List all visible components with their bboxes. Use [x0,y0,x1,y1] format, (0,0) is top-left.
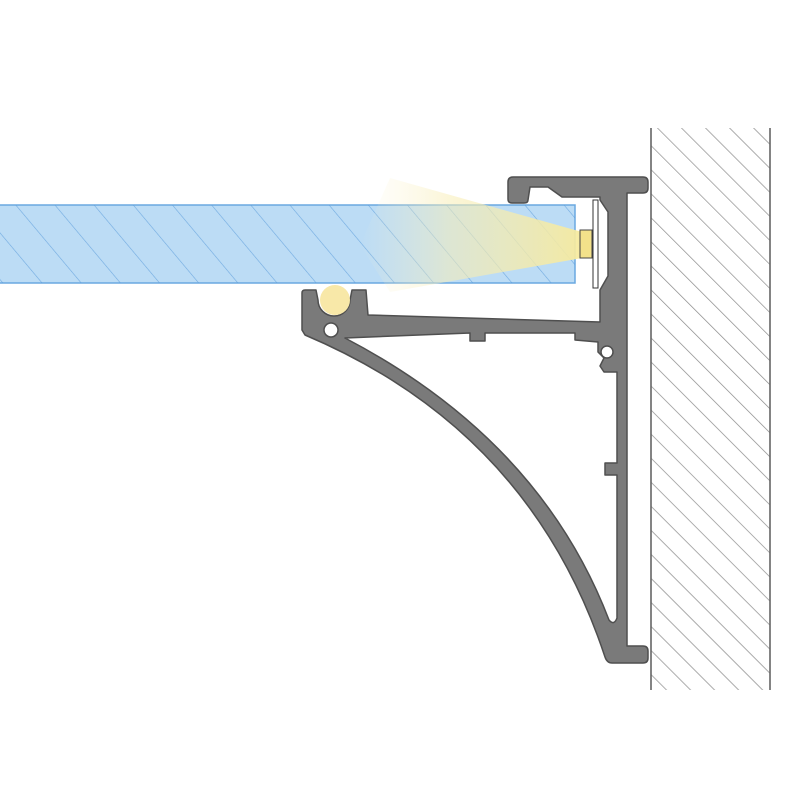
light-beam [360,178,582,292]
profile-cavity [344,332,618,624]
profile-screw-channel [323,322,339,338]
diffuser-glow [320,285,350,315]
wall [650,128,771,690]
profile-hook-channel [600,345,614,359]
led-strip [579,199,599,289]
